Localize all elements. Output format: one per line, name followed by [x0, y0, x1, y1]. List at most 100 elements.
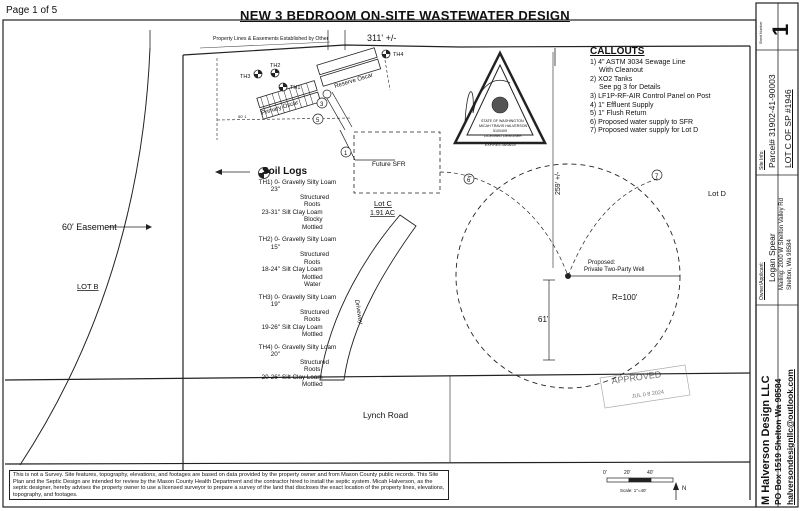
soil-depth: 20-26"	[261, 373, 280, 381]
soil-depth: 19-26"	[261, 323, 280, 331]
soil-desc: Gravelly Silty Loam	[282, 178, 337, 186]
stamp-line5: EXPIRES 08/08/25	[485, 143, 516, 147]
th1-label: TH1	[290, 85, 300, 91]
soil-depth: TH1) 0-23"	[258, 178, 280, 194]
soil-desc: Mottled	[302, 331, 323, 338]
callouts-panel: CALLOUTS 1) 4" ASTM 3034 Sewage Line Wit…	[590, 46, 711, 136]
well-label-line2: Private Two-Party Well	[584, 267, 644, 273]
approved-stamp-text: APPROVED	[611, 369, 662, 386]
company-email: halversondesignllc@outlook.com	[785, 369, 795, 505]
soil-depth: 23-31"	[261, 208, 280, 216]
driveway-label: Driveway	[353, 299, 363, 325]
soil-logs-panel: Soil Logs TH1) 0-23"Gravelly Silty Loam …	[252, 167, 337, 389]
th2-label: TH2	[270, 63, 280, 69]
callout-item: With Cleanout	[599, 67, 643, 75]
soil-depth: TH2) 0-15"	[258, 236, 280, 251]
lot-b-label: LOT B	[77, 282, 99, 291]
soil-depth: TH3) 0-19"	[258, 293, 280, 309]
company-address: PO Box 1519 Shelton Wa 98584	[773, 378, 783, 505]
survey-disclaimer: This is not a Survey. Site features, top…	[9, 470, 449, 500]
th3-label: TH3	[240, 74, 250, 80]
callout-item: 4) 1" Effluent Supply	[590, 101, 654, 109]
soil-desc: Silt Clay Loam	[282, 208, 323, 216]
site-info-label: Site Info:	[759, 150, 765, 170]
callout-item: 1) 4" ASTM 3034 Sewage Line	[590, 58, 686, 66]
client-mailing: Mailing: 2000 W Shelton Valley Rd	[779, 198, 785, 290]
sheet-number: 1	[768, 23, 793, 36]
stamp-line1: STATE OF WASHINGTON	[481, 119, 524, 123]
soil-desc: Structured	[300, 308, 330, 316]
soil-desc: Gravelly Silty Loam	[282, 236, 337, 243]
soil-desc: Roots	[304, 316, 321, 323]
svg-text:1: 1	[344, 151, 348, 157]
callout-item: 7) Proposed water supply for Lot D	[590, 127, 699, 135]
easement-curve	[19, 47, 151, 466]
designer-stamp	[452, 50, 548, 145]
callouts-heading: CALLOUTS	[590, 46, 645, 57]
soil-depth: TH4) 0-20"	[258, 343, 280, 359]
stamp-line2: MICAH TRAVIS HALVERSON	[479, 124, 528, 128]
callout-item: See pg 3 for Details	[599, 84, 661, 92]
soil-desc: Blocky	[304, 216, 323, 223]
well-offset-label: 61'	[538, 315, 549, 324]
soil-desc: Structured	[300, 251, 330, 258]
soil-desc: Roots	[304, 366, 321, 373]
soil-desc: Silt Clay Loam	[282, 266, 323, 273]
client-city: Shelton, Wa 98584	[787, 239, 793, 290]
test-hole-symbols	[253, 49, 391, 92]
page-title: NEW 3 BEDROOM ON-SITE WASTEWATER DESIGN	[240, 8, 570, 23]
approval-stamp	[599, 364, 691, 409]
company-name: M Halverson Design LLC	[760, 375, 772, 505]
scale-tick-20: 20'	[624, 470, 631, 476]
page-number: Page 1 of 5	[6, 5, 58, 16]
soil-desc: Roots	[304, 258, 321, 266]
scale-bar	[606, 477, 674, 483]
soil-desc: Roots	[304, 201, 321, 208]
callout-item: 6) Proposed water supply to SFR	[590, 118, 694, 126]
th4-label: TH4	[393, 52, 403, 58]
soil-desc: Gravelly Silty Loam	[282, 343, 337, 351]
future-sfr-footprint	[353, 131, 441, 194]
scale-label: Scale: 1"=40'	[620, 488, 646, 493]
soil-desc: Structured	[300, 358, 330, 366]
callout-item: 5) 1" Flush Return	[590, 110, 647, 118]
callout-item: 2) XO2 Tanks	[590, 75, 633, 83]
callout-markers: 1 3 5 6 7	[312, 89, 663, 185]
soil-log-icon	[258, 167, 270, 179]
sheet-number-caption: Sheet Number	[759, 21, 763, 44]
easement-label: 60' Easement	[62, 222, 117, 232]
callout-item: 3) LF1P-RF-AIR Control Panel on Post	[590, 92, 711, 100]
radius-label: R=100'	[612, 293, 638, 302]
driveway-outline	[319, 214, 417, 381]
parcel-number: Parcel# 31902-41-90003	[767, 74, 777, 168]
scale-tick-40: 40'	[647, 470, 654, 476]
lot-c-label: Lot C	[374, 199, 393, 208]
soil-desc: Mottled	[302, 223, 323, 231]
future-sfr-label: Future SFR	[372, 161, 406, 168]
stamp-line4: LICENSED DESIGNER	[484, 134, 522, 138]
soil-desc: Water	[304, 281, 321, 288]
approved-stamp-date: JUL 0 8 2024	[631, 390, 664, 400]
soil-depth: 18-24"	[261, 266, 280, 273]
north-label: N	[682, 486, 686, 492]
title-block-border	[755, 2, 799, 508]
soil-desc: Mottled	[302, 273, 323, 281]
well-label-line1: Proposed:	[588, 260, 616, 266]
lot-reference: LOT C OF SP #1946	[783, 89, 793, 168]
north-arrow	[673, 482, 679, 500]
soil-desc: Silt Clay Loam	[282, 323, 323, 331]
property-line-north	[182, 44, 751, 56]
svg-text:3: 3	[320, 102, 324, 108]
property-lines-note: Property Lines & Easements Established b…	[213, 36, 329, 42]
stamp-line3: 5100409	[493, 129, 507, 133]
scale-tick-0: 0'	[603, 470, 607, 476]
top-dimension: 311' +/-	[367, 33, 396, 43]
soil-desc: Gravelly Silty Loam	[282, 293, 337, 301]
svg-text:6: 6	[467, 178, 471, 184]
svg-text:5: 5	[316, 118, 320, 124]
side-offset-label: 50' 1	[238, 114, 247, 119]
soil-desc: Mottled	[302, 381, 323, 388]
svg-text:7: 7	[655, 174, 659, 180]
lot-c-area: 1.91 AC	[370, 210, 395, 217]
